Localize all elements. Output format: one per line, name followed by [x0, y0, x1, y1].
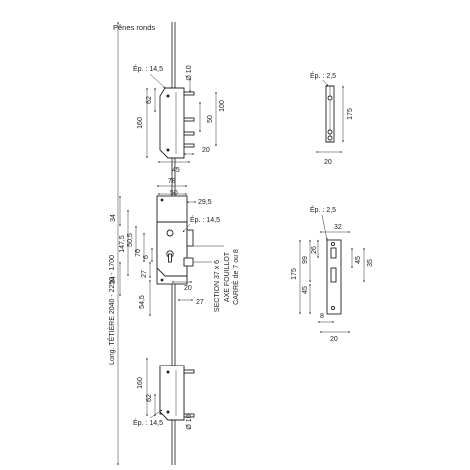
strike-height-175: 175	[291, 268, 298, 280]
top-bolt-4	[183, 143, 195, 148]
top-bolt-1	[183, 91, 195, 96]
center-dim-34a: 34	[110, 214, 117, 222]
top-width-20: 20	[202, 147, 210, 154]
top-bolt-3	[183, 131, 195, 136]
latch-bolt	[186, 229, 194, 247]
center-dim-27: 27	[141, 270, 148, 278]
strike-width-8: 8	[320, 313, 324, 320]
small-plate-width-20: 20	[324, 159, 332, 166]
follower-hole	[166, 229, 174, 237]
drawing-title: Pênes ronds	[113, 23, 155, 32]
strike-height-26: 26	[311, 246, 318, 254]
rail-length-label: Long. TÊTIÈRE 2040 - 2250 - 1700	[107, 255, 116, 365]
top-lock	[159, 87, 195, 159]
top-height-100: 100	[219, 100, 226, 112]
bottom-thickness: Ép. : 14,5	[133, 418, 163, 427]
bottom-bolt-1	[183, 369, 195, 374]
strike-height-99: 99	[302, 256, 309, 264]
center-width-50: 50	[170, 190, 178, 197]
top-height-160: 160	[137, 117, 144, 129]
strike-height-45b: 45	[355, 256, 362, 264]
section-note: SECTION 37 x 6	[214, 260, 221, 312]
bottom-height-160: 160	[137, 377, 144, 389]
center-dim-147: 147,5	[119, 235, 126, 253]
top-height-50: 50	[207, 115, 214, 123]
strike-thickness: Ép. : 2,5	[310, 205, 336, 214]
bottom-height-62: 62	[146, 394, 153, 402]
bottom-lock	[159, 365, 195, 421]
center-lock	[156, 195, 194, 285]
top-width-45: 45	[172, 167, 180, 174]
bottom-diameter: Ø 10	[186, 414, 193, 429]
top-diameter: Ø 10	[186, 65, 193, 80]
strike-height-45a: 45	[302, 286, 309, 294]
strike-slot-upper	[330, 247, 337, 259]
center-dim-50: 50,5	[127, 233, 134, 247]
center-width-29: 29,5	[198, 199, 212, 206]
strike-height-35: 35	[367, 259, 374, 267]
axe-note-line2: CARRÉ de 7 ou 8	[231, 249, 240, 305]
strike-width-20: 20	[330, 336, 338, 343]
center-dim-70: 70	[135, 249, 142, 257]
bottom-bolt-2	[183, 413, 195, 418]
top-height-62: 62	[146, 96, 153, 104]
top-bolt-2	[183, 117, 195, 122]
center-width-27: 27	[196, 299, 204, 306]
axe-note-line1: AXE FOUILLOT	[224, 251, 231, 302]
center-width-20: 20	[184, 285, 192, 292]
top-thickness: Ép. : 14,5	[133, 64, 163, 73]
small-plate-height-175: 175	[347, 108, 354, 120]
strike-width-32: 32	[334, 224, 342, 231]
center-dim-54: 54,5	[139, 295, 146, 309]
small-plate-thickness: Ép. : 2,5	[310, 71, 336, 80]
strike-slot-lower	[330, 267, 337, 283]
center-thickness: Ép. : 14,5	[190, 215, 220, 224]
small-plate	[325, 85, 335, 143]
center-width-78: 78	[168, 178, 176, 185]
strike-plate	[326, 239, 342, 315]
center-dim-6: 6	[143, 255, 150, 259]
center-dim-34b: 34	[110, 276, 117, 284]
deadbolt	[183, 257, 194, 267]
